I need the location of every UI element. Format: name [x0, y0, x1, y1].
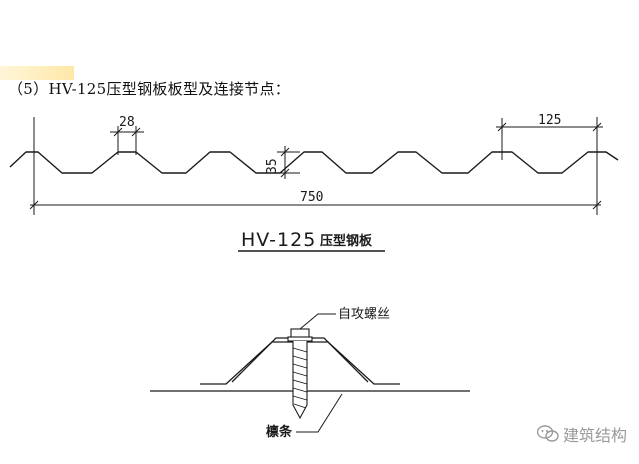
- watermark-text: 建筑结构: [562, 426, 627, 445]
- dim-rib-top: 28: [119, 115, 135, 130]
- profile-model-label: HV-125: [241, 229, 316, 251]
- watermark: 建筑结构: [536, 422, 627, 446]
- profile-type-label: 压型钢板: [320, 233, 373, 249]
- heading-highlight: [0, 66, 74, 80]
- screw-label: 自攻螺丝: [338, 307, 390, 322]
- dimension-lines: [29, 117, 603, 215]
- dim-rib-pitch: 125: [538, 113, 561, 128]
- self-tapping-screw: [287, 328, 313, 420]
- purlin-label: 檩条: [266, 424, 293, 440]
- corrugated-profile: [9, 151, 619, 174]
- leader-lines: [296, 313, 343, 433]
- section-heading: （5）HV-125压型钢板板型及连接节点：: [8, 80, 291, 98]
- dim-rib-height: 35: [265, 158, 280, 174]
- wechat-icon: [536, 425, 559, 442]
- connection-detail: [150, 337, 470, 392]
- dim-total-width: 750: [300, 190, 323, 205]
